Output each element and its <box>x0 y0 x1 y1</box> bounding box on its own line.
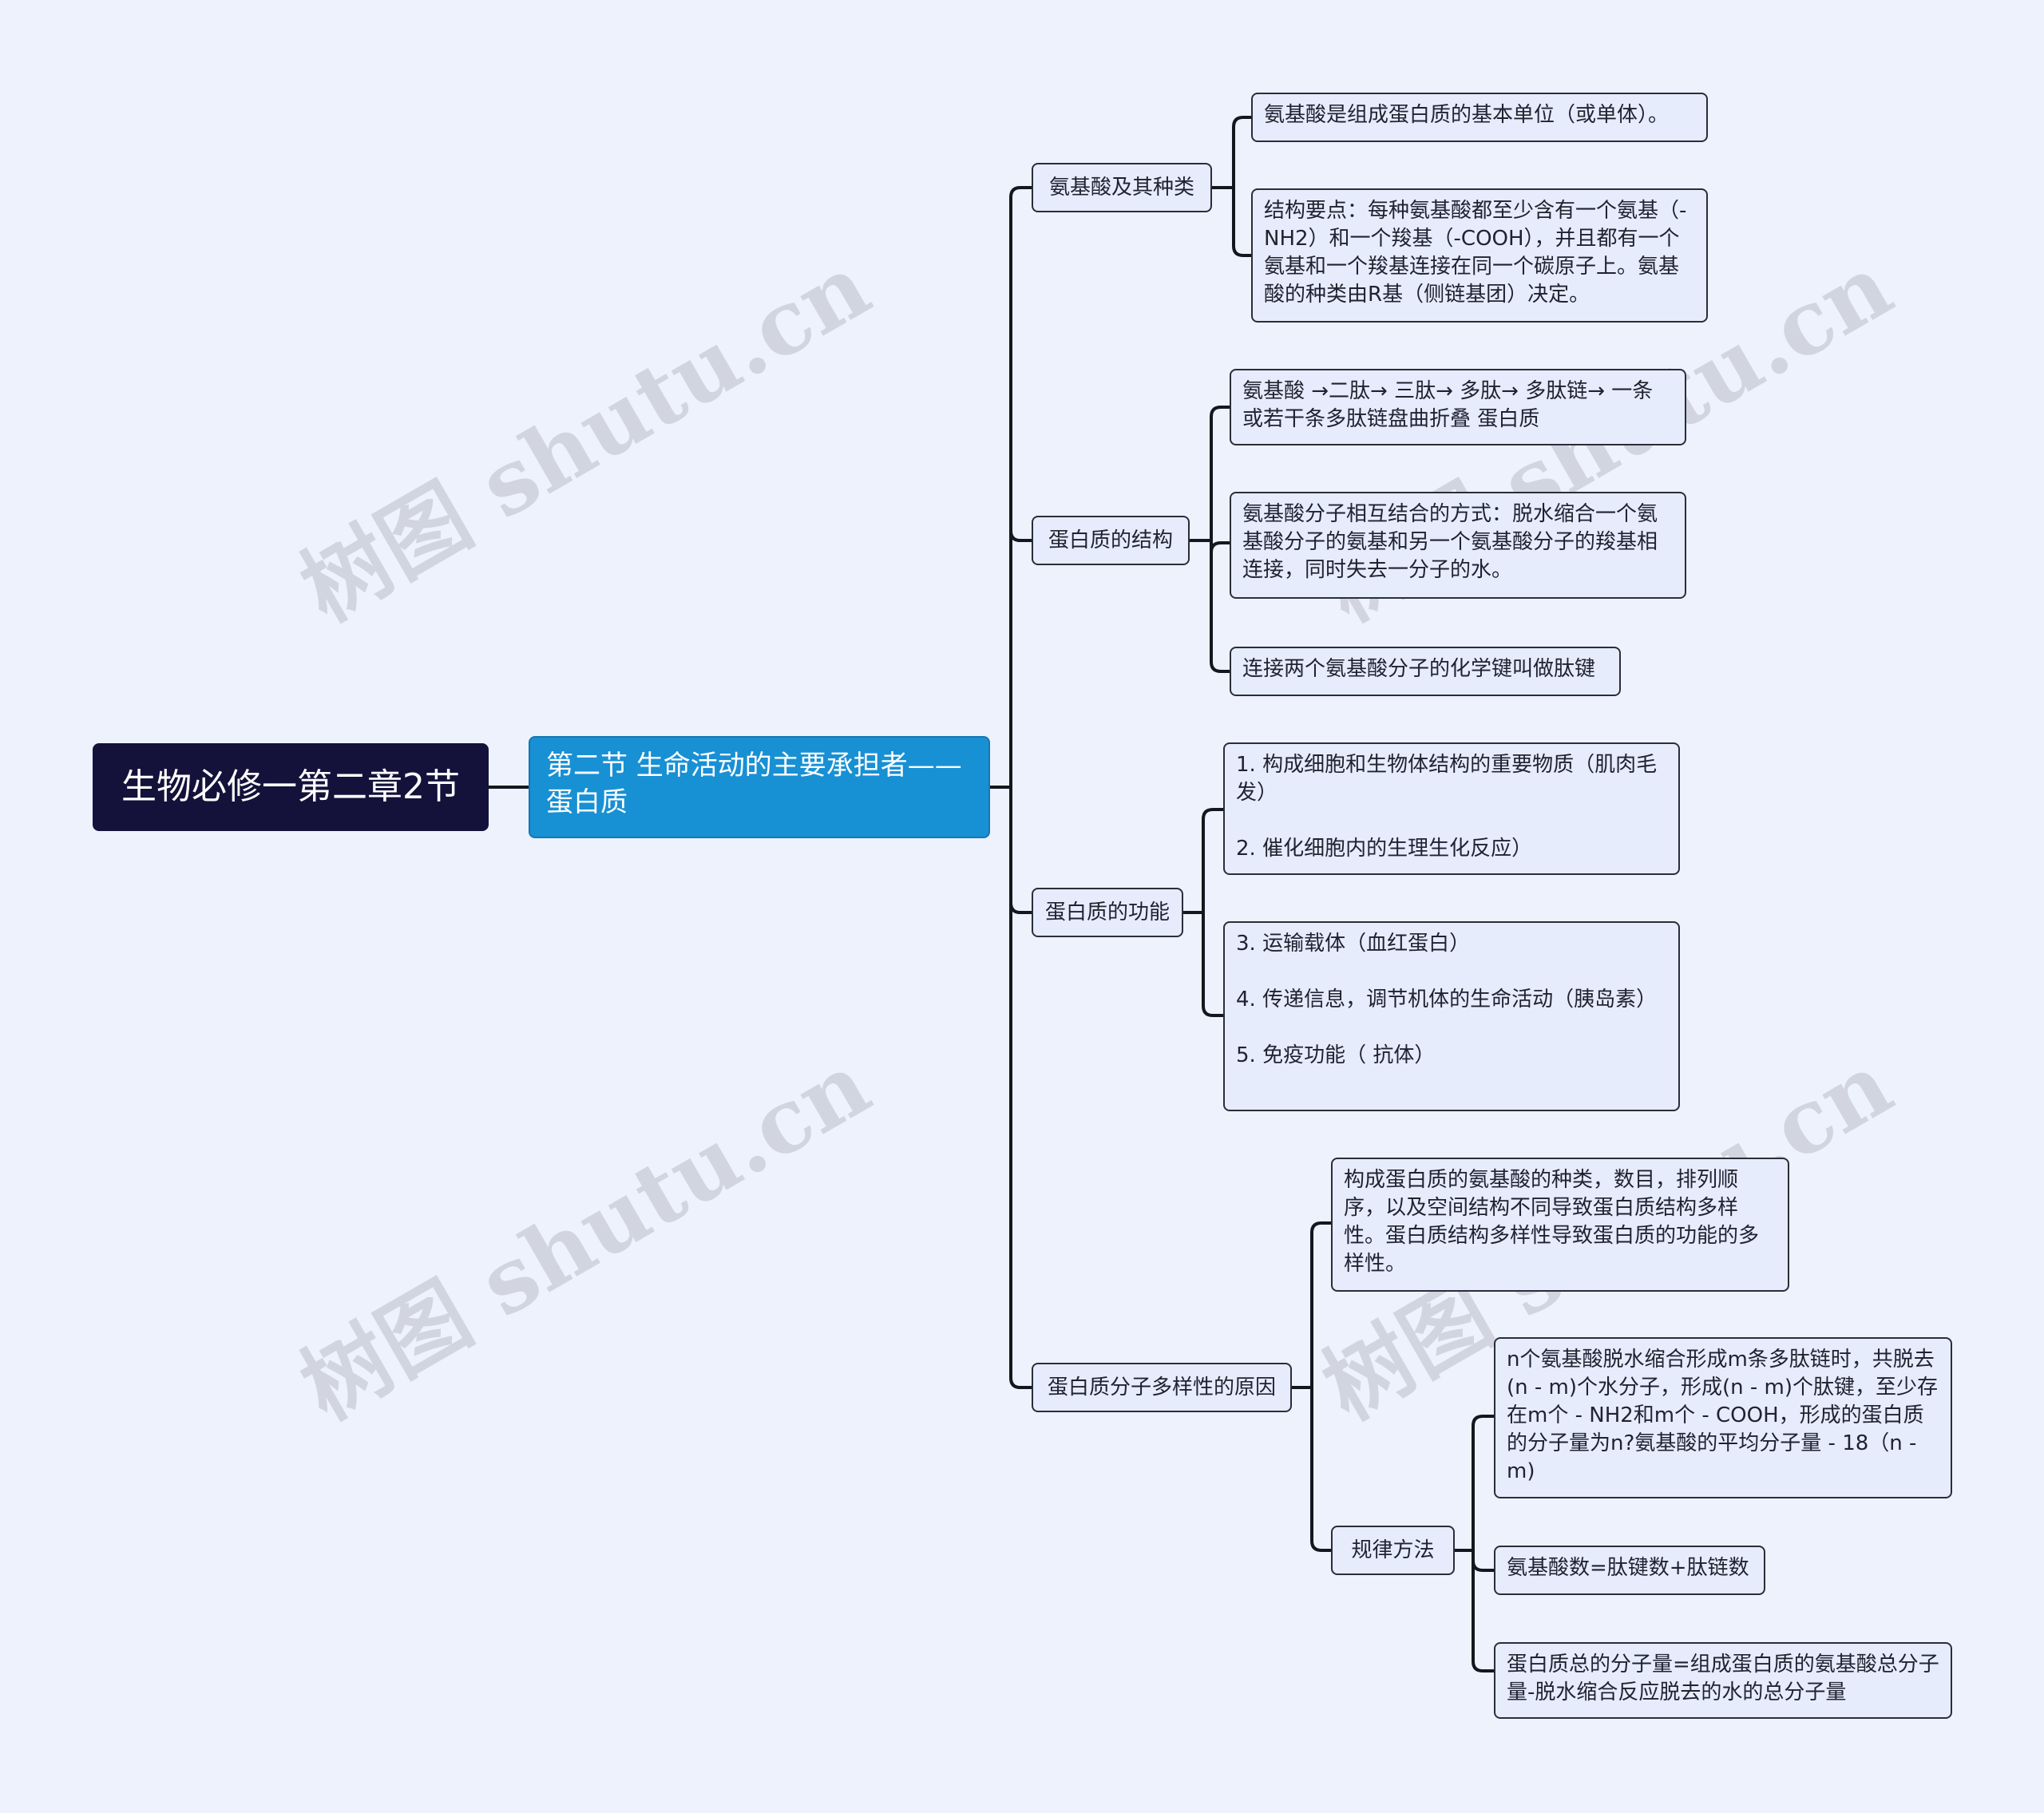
branch-rule-methods[interactable]: 规律方法 <box>1331 1526 1455 1575</box>
leaf-rule-amino-count[interactable]: 氨基酸数=肽键数+肽链数 <box>1494 1546 1765 1595</box>
leaf-function-group-1[interactable]: 1. 构成细胞和生物体结构的重要物质（肌肉毛发） 2. 催化细胞内的生理生化反应… <box>1223 742 1680 875</box>
branch-amino-acid[interactable]: 氨基酸及其种类 <box>1032 163 1212 212</box>
leaf-diversity-cause[interactable]: 构成蛋白质的氨基酸的种类，数目，排列顺序，以及空间结构不同导致蛋白质结构多样性。… <box>1331 1158 1789 1292</box>
leaf-rule-molecular-weight[interactable]: 蛋白质总的分子量=组成蛋白质的氨基酸总分子量-脱水缩合反应脱去的水的总分子量 <box>1494 1642 1952 1719</box>
branch-protein-structure[interactable]: 蛋白质的结构 <box>1032 516 1190 565</box>
section-node[interactable]: 第二节 生命活动的主要承担者——蛋白质 <box>529 736 990 838</box>
root-node[interactable]: 生物必修一第二章2节 <box>93 743 489 831</box>
leaf-peptide-bond[interactable]: 连接两个氨基酸分子的化学键叫做肽键 <box>1230 647 1621 696</box>
leaf-function-group-2[interactable]: 3. 运输载体（血红蛋白） 4. 传递信息，调节机体的生命活动（胰岛素） 5. … <box>1223 921 1680 1111</box>
leaf-dehydration[interactable]: 氨基酸分子相互结合的方式：脱水缩合一个氨基酸分子的氨基和另一个氨基酸分子的羧基相… <box>1230 492 1686 599</box>
leaf-amino-structure[interactable]: 结构要点：每种氨基酸都至少含有一个氨基（-NH2）和一个羧基（-COOH），并且… <box>1251 188 1708 323</box>
leaf-structure-levels[interactable]: 氨基酸 →二肽→ 三肽→ 多肽→ 多肽链→ 一条或若干条多肽链盘曲折叠 蛋白质 <box>1230 369 1686 445</box>
leaf-rule-formula[interactable]: n个氨基酸脱水缩合形成m条多肽链时，共脱去(n - m)个水分子，形成(n - … <box>1494 1337 1952 1498</box>
branch-protein-function[interactable]: 蛋白质的功能 <box>1032 888 1183 937</box>
branch-protein-diversity[interactable]: 蛋白质分子多样性的原因 <box>1032 1363 1292 1412</box>
leaf-amino-unit[interactable]: 氨基酸是组成蛋白质的基本单位（或单体）。 <box>1251 93 1708 142</box>
